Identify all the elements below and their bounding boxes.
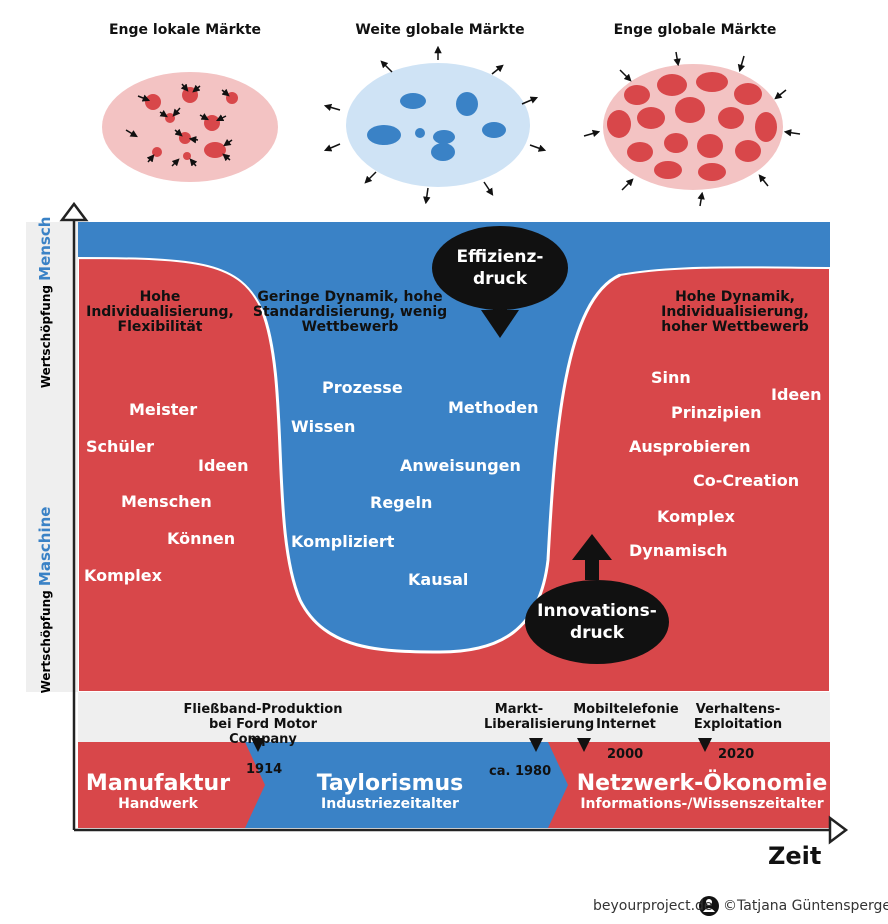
year-label: 2020 [718,747,755,762]
era-name: Taylorismus [316,771,464,796]
y-axis-word-machine: Maschine [36,506,54,587]
era-subtitle: Industriezeitalter [321,796,459,812]
era-name: Netzwerk-Ökonomie [576,771,828,796]
timeline-event-behavioral-exploitation: Verhaltens- Exploitation [693,702,783,732]
efficiency-pressure-graphic [432,226,568,338]
right-word: Komplex [657,507,735,526]
timeline-markers [251,738,712,752]
footer-site: beyourproject.de [593,898,713,914]
right-word: Ideen [771,385,822,404]
timeline-strip [78,692,830,742]
timeline-event-liberalization: Markt- Liberalisierung [484,702,595,732]
local-market-illustration [102,72,278,182]
era-manufaktur: Manufaktur Handwerk [86,772,230,813]
person-icon [699,896,719,916]
innovation-pressure-label: Innovations- druck [537,601,657,643]
right-word: Prinzipien [671,403,762,422]
left-region-heading: Hohe Individualisierung, Flexibilität [86,289,234,335]
timeline-event-mobile-internet: Mobiltelefonie Internet [573,702,679,732]
left-word: Können [167,529,236,548]
right-word: Ausprobieren [629,437,751,456]
market-title-wide-global: Weite globale Märkte [355,22,525,38]
year-label: 1914 [246,762,283,777]
middle-word: Wissen [291,417,356,436]
era-band [78,742,830,828]
right-region-heading: Hohe Dynamik, Individualisierung, hoher … [661,289,809,335]
era-subtitle: Informations-/Wissenszeitalter [580,796,824,812]
innovation-pressure-graphic [525,534,669,664]
year-label: 2000 [607,747,644,762]
x-axis-label: Zeit [768,842,822,870]
axes [59,201,849,845]
middle-region-heading: Geringe Dynamik, hohe Standardisierung, … [252,289,448,335]
y-axis-word-human: Mensch [36,216,54,281]
middle-word: Kompliziert [291,532,395,551]
middle-word: Kausal [408,570,469,589]
era-taylorismus: Taylorismus Industriezeitalter [317,772,464,813]
y-axis-strip [26,222,78,692]
era-netzwerk-oekonomie: Netzwerk-Ökonomie Informations-/Wissensz… [577,772,828,813]
market-title-local: Enge lokale Märkte [108,22,262,38]
market-title-narrow-global: Enge globale Märkte [613,22,777,38]
wide-global-market-illustration [323,45,547,205]
right-word: Co-Creation [693,471,800,490]
era-subtitle: Handwerk [118,796,198,812]
y-axis-label: Wertschöpfung Maschine Wertschöpfung Men… [36,217,54,694]
left-word: Menschen [121,492,212,511]
narrow-global-market-illustration [583,51,801,207]
left-word: Komplex [84,566,162,585]
middle-word: Regeln [370,493,433,512]
middle-word: Anweisungen [400,456,521,475]
era-name: Manufaktur [85,771,231,796]
footer-author: ©Tatjana Güntensperger [723,898,888,914]
right-word: Sinn [651,368,691,387]
middle-word: Methoden [448,398,539,417]
main-regions [77,222,831,693]
y-axis-prefix-top: Wertschöpfung [39,285,53,389]
efficiency-pressure-label: Effizienz- druck [456,247,544,289]
left-word: Schüler [86,437,155,456]
left-word: Meister [129,400,198,419]
left-word: Ideen [198,456,249,475]
middle-word: Prozesse [322,378,403,397]
year-label: ca. 1980 [489,764,552,779]
y-axis-prefix-bottom: Wertschöpfung [39,590,53,694]
right-word: Dynamisch [629,541,728,560]
timeline-event-ford: Fließband-Produktion bei Ford Motor Comp… [183,702,343,747]
